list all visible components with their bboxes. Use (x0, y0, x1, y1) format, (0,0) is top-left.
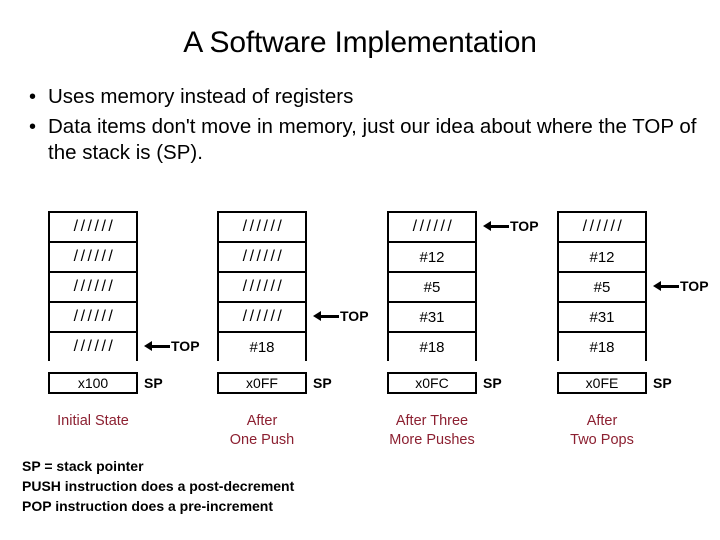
caption-after-three-more-pushes: After Three More Pushes (362, 412, 502, 450)
left-arrow-icon (144, 341, 170, 351)
stack-cell: ////// (217, 211, 307, 241)
bullet-marker-icon: • (29, 86, 37, 108)
top-pointer-marker: TOP (313, 301, 369, 331)
stack-cell: #18 (217, 331, 307, 361)
stack-cell: #5 (557, 271, 647, 301)
left-arrow-icon (483, 221, 509, 231)
bullet-marker-icon: • (29, 116, 37, 138)
footnote-line: POP instruction does a pre-increment (22, 498, 274, 514)
stack-diagram-initial-state: ////// ////// ////// ////// ////// TOP x… (48, 211, 200, 394)
page-title: A Software Implementation (183, 26, 537, 59)
list-item: • Uses memory instead of registers (14, 84, 704, 110)
top-pointer-label: TOP (171, 338, 200, 354)
stack-cell: #18 (387, 331, 477, 361)
stack-cells: ////// #12 #5 #31 #18 TOP (387, 211, 539, 361)
bullet-list: • Uses memory instead of registers • Dat… (14, 84, 704, 166)
top-pointer-label: TOP (340, 308, 369, 324)
top-pointer-label: TOP (510, 218, 539, 234)
stack-pointer-value: x100 (48, 372, 138, 394)
stack-cell: #31 (387, 301, 477, 331)
stack-cell: ////// (48, 241, 138, 271)
stack-cell: ////// (48, 301, 138, 331)
stack-cell: #12 (387, 241, 477, 271)
caption-initial-state: Initial State (23, 412, 163, 431)
stack-pointer-label: SP (144, 375, 163, 391)
stack-cell: #18 (557, 331, 647, 361)
top-pointer-marker: TOP (653, 271, 709, 301)
footnote-line: SP = stack pointer (22, 458, 144, 474)
left-arrow-icon (313, 311, 339, 321)
stack-cell: ////// (557, 211, 647, 241)
stack-pointer-label: SP (653, 375, 672, 391)
stack-cell: ////// (48, 271, 138, 301)
stack-diagram-after-two-pops: ////// #12 #5 #31 #18 TOP x0FE SP (557, 211, 709, 394)
footnote-block: SP = stack pointer PUSH instruction does… (22, 456, 294, 516)
caption-line-2: One Push (229, 432, 295, 448)
caption-after-two-pops: After Two Pops (532, 412, 672, 450)
caption-after-one-push: After One Push (192, 412, 332, 450)
list-item-label: Data items don't move in memory, just ou… (48, 115, 697, 164)
stack-cells: ////// ////// ////// ////// ////// TOP (48, 211, 200, 361)
list-item-label: Uses memory instead of registers (48, 85, 354, 108)
stack-cell: ////// (48, 331, 138, 361)
stack-cells: ////// ////// ////// ////// #18 TOP (217, 211, 369, 361)
caption-line-1: Initial State (57, 413, 129, 429)
caption-line-1: After Three (395, 413, 469, 429)
left-arrow-icon (653, 281, 679, 291)
stack-diagram-after-three-more-pushes: ////// #12 #5 #31 #18 TOP x0FC SP (387, 211, 539, 394)
top-pointer-label: TOP (680, 278, 709, 294)
stack-cell: ////// (48, 211, 138, 241)
top-pointer-marker: TOP (144, 331, 200, 361)
stack-pointer-value: x0FC (387, 372, 477, 394)
stack-pointer-label: SP (313, 375, 332, 391)
list-item: • Data items don't move in memory, just … (14, 114, 704, 166)
stack-cell: ////// (217, 271, 307, 301)
stack-cell: #5 (387, 271, 477, 301)
stack-cells: ////// #12 #5 #31 #18 TOP (557, 211, 709, 361)
stack-cell: #31 (557, 301, 647, 331)
stack-cell: ////// (217, 241, 307, 271)
caption-line-2: Two Pops (570, 432, 634, 448)
stack-diagram-after-one-push: ////// ////// ////// ////// #18 TOP x0FF… (217, 211, 369, 394)
stack-cell: ////// (217, 301, 307, 331)
stack-cell: ////// (387, 211, 477, 241)
top-pointer-marker: TOP (483, 211, 539, 241)
stack-pointer-label: SP (483, 375, 502, 391)
stack-pointer-value: x0FF (217, 372, 307, 394)
caption-line-1: After (586, 413, 618, 429)
caption-line-1: After (246, 413, 278, 429)
caption-line-2: More Pushes (389, 432, 475, 448)
footnote-line: PUSH instruction does a post-decrement (22, 478, 295, 494)
stack-pointer-value: x0FE (557, 372, 647, 394)
stack-cell: #12 (557, 241, 647, 271)
